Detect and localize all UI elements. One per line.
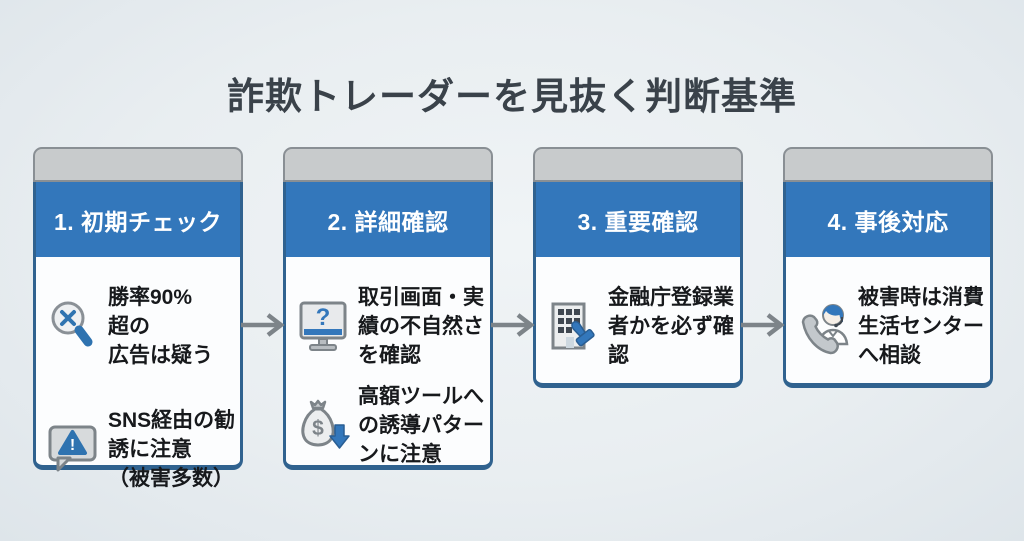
step-1-header-label: 1. 初期チェック: [53, 208, 223, 235]
card-top-bar: [783, 147, 993, 182]
check-item-text: SNS経由の勧 誘に注意 （被害多数）: [108, 409, 236, 490]
step-card-3: 3. 重要確認: [533, 147, 743, 470]
step-1-body: 勝率90%超の 広告は疑う ! SNS経由の勧 誘に注意 （被害多数）: [33, 257, 243, 490]
phone-operator-icon: [796, 298, 850, 356]
check-item: ? 取引画面・実 績の不自然さ を確認: [296, 283, 484, 370]
question-glyph: ?: [316, 304, 331, 331]
check-item: 金融庁登録業 者かを必ず確 認: [546, 283, 734, 370]
card-top-bar: [283, 147, 493, 182]
step-1-header: 1. 初期チェック: [33, 182, 243, 257]
flow-arrow-icon: [241, 313, 285, 337]
check-item-text: 取引画面・実 績の不自然さ を確認: [358, 286, 484, 367]
warning-bubble-icon: !: [46, 421, 100, 479]
step-4-header-label: 4. 事後対応: [827, 208, 949, 235]
monitor-question-icon: ?: [296, 298, 350, 356]
step-2-body: ? 取引画面・実 績の不自然さ を確認 $: [283, 257, 493, 470]
check-item: 被害時は消費 生活センター へ相談: [796, 283, 984, 370]
step-2-header: 2. 詳細確認: [283, 182, 493, 257]
step-card-1: 1. 初期チェック 勝率90%超の 広告は疑う: [33, 147, 243, 490]
step-card-2: 2. 詳細確認 ? 取引画面・実 績の不自然さ を確認: [283, 147, 493, 470]
step-2-header-label: 2. 詳細確認: [327, 208, 449, 235]
step-3-header-label: 3. 重要確認: [577, 208, 699, 235]
check-item-text: 被害時は消費 生活センター へ相談: [858, 286, 984, 367]
check-item-text: 金融庁登録業 者かを必ず確 認: [608, 286, 734, 367]
page-title: 詐欺トレーダーを見抜く判断基準: [227, 76, 797, 117]
step-3-body: 金融庁登録業 者かを必ず確 認: [533, 257, 743, 388]
flow-arrow-icon: [741, 313, 785, 337]
card-top-bar: [533, 147, 743, 182]
moneybag-down-arrow-icon: $: [296, 397, 350, 455]
step-4-body: 被害時は消費 生活センター へ相談: [783, 257, 993, 388]
step-card-4: 4. 事後対応 被害時は消費: [783, 147, 993, 470]
dollar-glyph: $: [312, 417, 324, 440]
exclamation-glyph: !: [70, 437, 75, 454]
check-item: ! SNS経由の勧 誘に注意 （被害多数）: [46, 406, 236, 493]
check-item-text: 勝率90%超の 広告は疑う: [108, 286, 213, 367]
check-item: $ 高額ツールへ の誘導パター ンに注意: [296, 382, 484, 469]
step-3-header: 3. 重要確認: [533, 182, 743, 257]
check-item-text: 高額ツールへ の誘導パター ンに注意: [358, 385, 484, 466]
check-item: 勝率90%超の 広告は疑う: [46, 283, 234, 370]
steps-row: 1. 初期チェック 勝率90%超の 広告は疑う: [33, 147, 993, 490]
flow-arrow-icon: [491, 313, 535, 337]
building-stamp-icon: [546, 298, 600, 356]
card-top-bar: [33, 147, 243, 182]
magnifier-x-icon: [46, 298, 100, 356]
step-4-header: 4. 事後対応: [783, 182, 993, 257]
